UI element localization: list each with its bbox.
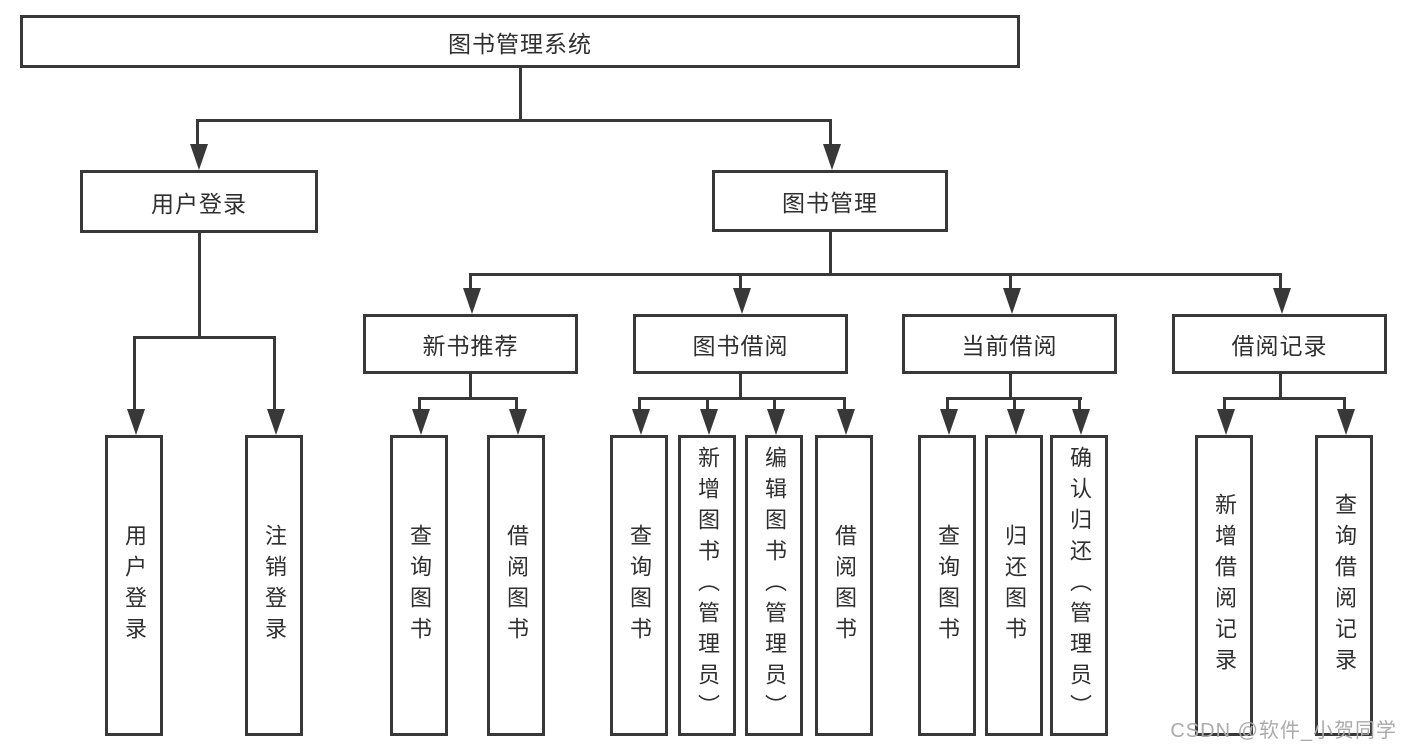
connector-line-vertical [273,336,276,414]
connector-line-vertical [1009,273,1012,292]
arrowhead-down-icon [631,409,650,435]
node-leaf-user-login: 用户登录 [105,435,163,736]
node-leaf-borrow-books-recommend: 借阅图书 [487,435,545,736]
connector-line-vertical [1223,397,1226,414]
connector-line-horizontal [638,397,846,400]
node-leaf-edit-book-admin: 编辑图书（管理员） [745,435,803,736]
arrowhead-down-icon [266,409,285,435]
node-leaf-query-books-borrowing: 查询图书 [610,435,668,736]
arrowhead-down-icon [732,288,751,314]
node-user-login-branch: 用户登录 [80,170,318,233]
connector-line-vertical [418,397,421,414]
node-book-borrowing: 图书借阅 [633,314,848,374]
connector-line-horizontal [196,119,832,122]
connector-line-vertical [1343,397,1346,414]
node-leaf-logout: 注销登录 [245,435,303,736]
node-leaf-confirm-return-admin: 确认归还（管理员） [1050,435,1108,736]
connector-line-vertical [1279,374,1282,400]
connector-line-vertical [739,374,742,400]
node-leaf-borrow-books: 借阅图书 [815,435,873,736]
arrowhead-down-icon [1071,409,1090,435]
connector-line-horizontal [418,397,518,400]
arrowhead-down-icon [508,409,527,435]
connector-line-vertical [198,233,201,339]
connector-line-vertical [706,397,709,414]
connector-line-vertical [739,273,742,292]
connector-line-vertical [519,68,522,121]
connector-line-vertical [638,397,641,414]
connector-line-horizontal [133,336,276,339]
node-leaf-add-book-admin: 新增图书（管理员） [678,435,736,736]
connector-line-vertical [515,397,518,414]
arrowhead-down-icon [1216,409,1235,435]
arrowhead-down-icon [411,409,430,435]
arrowhead-down-icon [126,409,145,435]
node-leaf-query-books-recommend: 查询图书 [390,435,448,736]
node-leaf-add-borrow-record: 新增借阅记录 [1195,435,1253,736]
arrowhead-down-icon [1002,288,1021,314]
connector-line-vertical [469,374,472,400]
connector-line-vertical [946,397,949,414]
connector-line-vertical [469,273,472,292]
connector-line-vertical [1078,397,1081,414]
connector-line-vertical [1009,374,1012,400]
connector-line-horizontal [1223,397,1346,400]
arrowhead-down-icon [836,409,855,435]
arrowhead-down-icon [189,144,208,170]
node-leaf-return-books: 归还图书 [985,435,1043,736]
connector-line-vertical [1013,397,1016,414]
arrowhead-down-icon [939,409,958,435]
connector-line-horizontal [469,273,1282,276]
arrowhead-down-icon [766,409,785,435]
node-library-management-system: 图书管理系统 [20,15,1020,68]
node-borrowing-records: 借阅记录 [1172,314,1387,374]
node-current-borrowing: 当前借阅 [902,314,1117,374]
arrowhead-down-icon [462,288,481,314]
arrowhead-down-icon [822,144,841,170]
csdn-watermark: CSDN @软件_小贺同学 [1170,720,1397,742]
connector-line-vertical [773,397,776,414]
arrowhead-down-icon [1336,409,1355,435]
node-leaf-query-books-current: 查询图书 [918,435,976,736]
arrowhead-down-icon [1272,288,1291,314]
connector-line-vertical [829,119,832,148]
connector-line-vertical [1279,273,1282,292]
connector-line-vertical [843,397,846,414]
connector-line-vertical [196,119,199,148]
node-book-management-branch: 图书管理 [712,170,948,232]
node-new-book-recommend: 新书推荐 [363,314,578,374]
node-leaf-query-borrow-record: 查询借阅记录 [1315,435,1373,736]
connector-line-vertical [829,232,832,276]
arrowhead-down-icon [1006,409,1025,435]
arrowhead-down-icon [699,409,718,435]
connector-line-vertical [133,336,136,414]
